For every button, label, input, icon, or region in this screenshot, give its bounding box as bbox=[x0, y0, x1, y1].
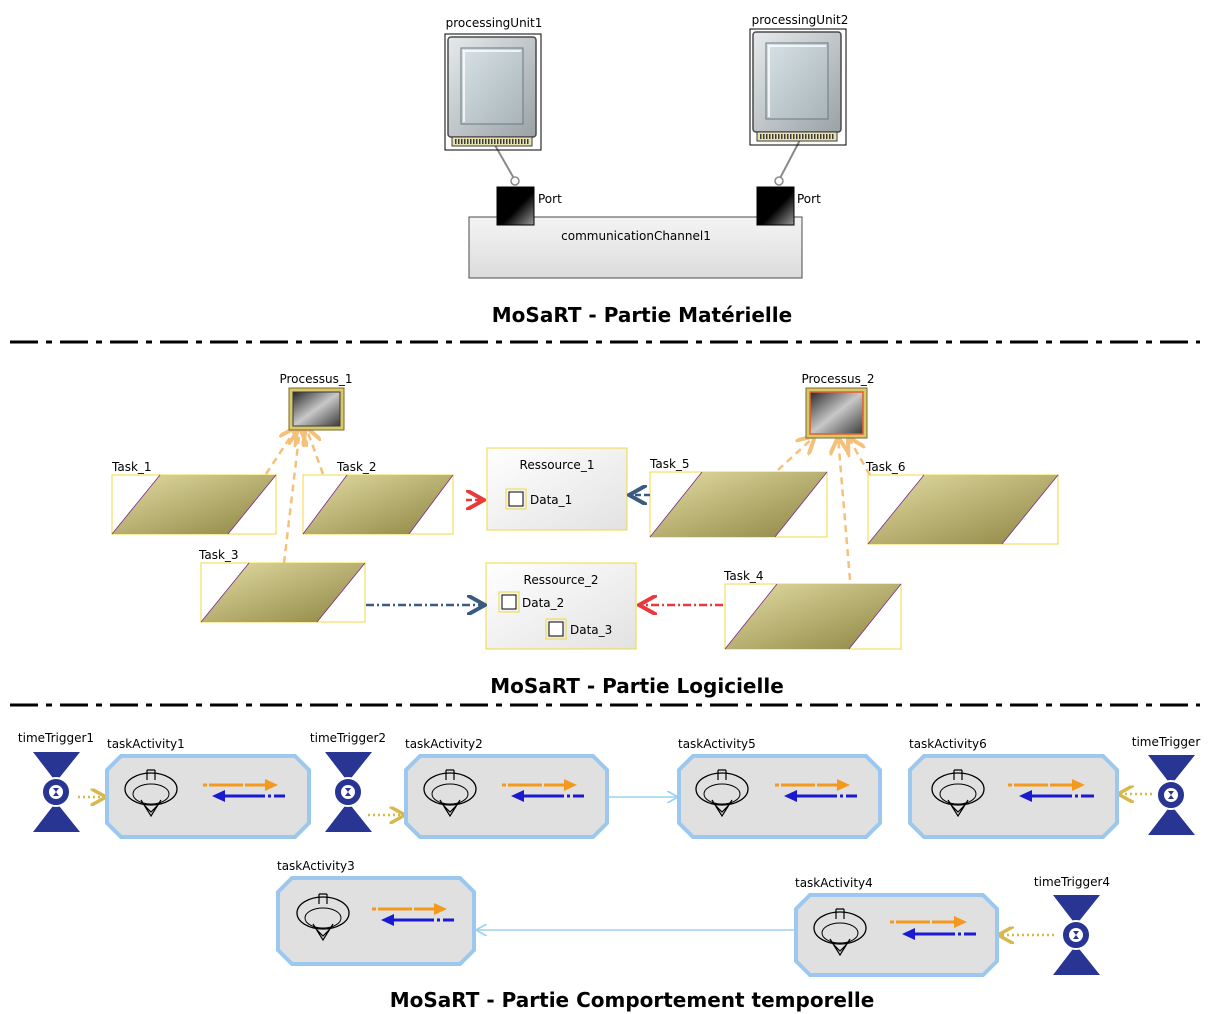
time-trigger-4-label: timeTrigger4 bbox=[1034, 875, 1110, 889]
processing-unit-1[interactable]: processingUnit1 bbox=[444, 16, 543, 151]
software-title: MoSaRT - Partie Logicielle bbox=[490, 674, 784, 698]
task-6[interactable]: Task_6 bbox=[865, 460, 1059, 545]
hardware-title: MoSaRT - Partie Matérielle bbox=[492, 303, 792, 327]
hardware-section: processingUnit1 processingUnit2 communic… bbox=[444, 13, 849, 327]
port-2[interactable]: Port bbox=[756, 186, 821, 226]
time-trigger-4[interactable]: timeTrigger4 bbox=[1034, 875, 1110, 975]
task-2-label: Task_2 bbox=[336, 460, 377, 474]
task-activity-2[interactable]: taskActivity2 bbox=[404, 737, 609, 839]
task-process-dependencies bbox=[264, 427, 872, 581]
task-activity-6[interactable]: taskActivity6 bbox=[908, 737, 1119, 839]
behaviour-section: timeTrigger1 timeTrigger2 timeTrigger bbox=[18, 731, 1200, 1012]
task-activity-4[interactable]: taskActivity4 bbox=[794, 876, 999, 977]
task-4[interactable]: Task_4 bbox=[723, 569, 902, 650]
task-3-label: Task_3 bbox=[198, 548, 239, 562]
time-trigger-2-label: timeTrigger2 bbox=[310, 731, 386, 745]
time-trigger-3[interactable]: timeTrigger bbox=[1132, 735, 1201, 835]
task-5-label: Task_5 bbox=[649, 457, 690, 471]
time-trigger-1-label: timeTrigger1 bbox=[18, 731, 94, 745]
task-activity-6-label: taskActivity6 bbox=[909, 737, 987, 751]
processing-unit-2-label: processingUnit2 bbox=[752, 13, 849, 27]
communication-channel[interactable]: communicationChannel1 bbox=[468, 216, 803, 279]
task-activity-3[interactable]: taskActivity3 bbox=[276, 859, 476, 966]
process-2-label: Processus_2 bbox=[801, 372, 874, 386]
task-4-label: Task_4 bbox=[723, 569, 764, 583]
communication-channel-label: communicationChannel1 bbox=[561, 229, 711, 243]
time-trigger-1[interactable]: timeTrigger1 bbox=[18, 731, 94, 832]
task-6-label: Task_6 bbox=[865, 460, 906, 474]
task-1-label: Task_1 bbox=[111, 460, 152, 474]
unit1-port-link-end bbox=[510, 176, 520, 186]
process-1[interactable]: Processus_1 bbox=[279, 372, 353, 431]
data-2-label: Data_2 bbox=[522, 596, 564, 610]
task-activity-3-label: taskActivity3 bbox=[277, 859, 355, 873]
resource-1[interactable]: Ressource_1 Data_1 bbox=[486, 447, 628, 531]
data-1-label: Data_1 bbox=[530, 493, 572, 507]
task-activity-5-label: taskActivity5 bbox=[678, 737, 756, 751]
resource-1-label: Ressource_1 bbox=[520, 458, 595, 472]
task-3[interactable]: Task_3 bbox=[198, 548, 366, 623]
task-activity-2-label: taskActivity2 bbox=[405, 737, 483, 751]
resource-2[interactable]: Ressource_2 Data_2 Data_3 bbox=[485, 562, 637, 650]
time-trigger-3-label: timeTrigger bbox=[1132, 735, 1201, 749]
task-activity-4-label: taskActivity4 bbox=[795, 876, 873, 890]
task-activity-1-label: taskActivity1 bbox=[107, 737, 185, 751]
task-2[interactable]: Task_2 bbox=[302, 460, 454, 535]
resource-2-label: Ressource_2 bbox=[524, 573, 599, 587]
port-2-label: Port bbox=[797, 192, 821, 206]
processing-unit-2[interactable]: processingUnit2 bbox=[749, 13, 849, 146]
process-2[interactable]: Processus_2 bbox=[801, 372, 875, 439]
time-trigger-2[interactable]: timeTrigger2 bbox=[310, 731, 386, 832]
task-activity-1[interactable]: taskActivity1 bbox=[105, 737, 311, 839]
task-1[interactable]: Task_1 bbox=[111, 460, 277, 535]
processing-unit-1-label: processingUnit1 bbox=[446, 16, 543, 30]
port-1-label: Port bbox=[538, 192, 562, 206]
behaviour-title: MoSaRT - Partie Comportement temporelle bbox=[390, 988, 875, 1012]
port-1[interactable]: Port bbox=[496, 186, 562, 226]
data-3-label: Data_3 bbox=[570, 623, 612, 637]
unit2-port-link-end bbox=[774, 176, 784, 186]
process-1-label: Processus_1 bbox=[279, 372, 352, 386]
trigger-arrows bbox=[78, 794, 1152, 935]
task-activity-5[interactable]: taskActivity5 bbox=[677, 737, 882, 839]
task-5[interactable]: Task_5 bbox=[649, 457, 828, 538]
unit1-port-link bbox=[491, 139, 517, 183]
software-section: Processus_1 Processus_2 Task_1 Task_2 Ta… bbox=[111, 372, 1059, 698]
unit2-port-link bbox=[777, 139, 801, 183]
